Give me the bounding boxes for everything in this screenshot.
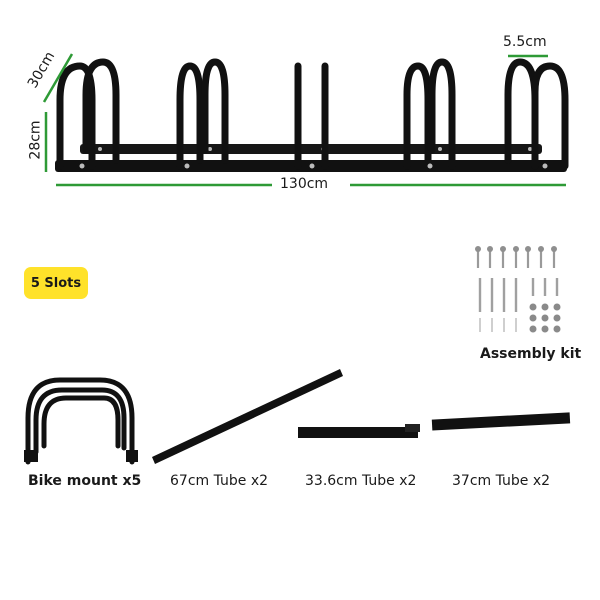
bike-mount-foot-left	[24, 450, 38, 462]
kit-bolts-row2	[478, 278, 559, 312]
slots-badge: 5 Slots	[24, 267, 88, 299]
hoop-2a	[176, 62, 204, 170]
kit-bolt-heads	[475, 246, 557, 252]
kit-small-bolts	[479, 318, 517, 332]
tube-67cm-label: 67cm Tube x2	[170, 473, 269, 489]
bike-mount-foot-right	[126, 450, 138, 462]
assembly-kit-label: Assembly kit	[480, 346, 582, 362]
dimension-lines	[42, 53, 566, 187]
hoop-1b	[82, 58, 120, 164]
hoop-4b	[428, 58, 456, 170]
tube-33-6cm-label: 33.6cm Tube x2	[305, 473, 417, 489]
dim-line-30cm	[42, 53, 74, 103]
bike-mount-part	[25, 377, 135, 465]
kit-nuts	[529, 303, 561, 333]
rack-hoops	[56, 58, 569, 170]
tube-37cm-part	[431, 412, 571, 431]
hoop-5b	[531, 62, 569, 170]
bike-mount-label: Bike mount x5	[28, 473, 142, 489]
dim-label-130cm: 130cm	[280, 176, 329, 192]
hoop-2b	[201, 58, 229, 164]
tube-37cm-label: 37cm Tube x2	[452, 473, 551, 489]
rack-bolts	[79, 147, 548, 169]
tube-33-6cm-part	[298, 427, 418, 438]
kit-bolts-row1	[476, 250, 556, 268]
dim-label-5-5cm: 5.5cm	[503, 34, 547, 50]
hoop-1a	[56, 62, 96, 170]
hoop-4a	[403, 62, 432, 170]
tube-67cm-part	[152, 369, 343, 464]
